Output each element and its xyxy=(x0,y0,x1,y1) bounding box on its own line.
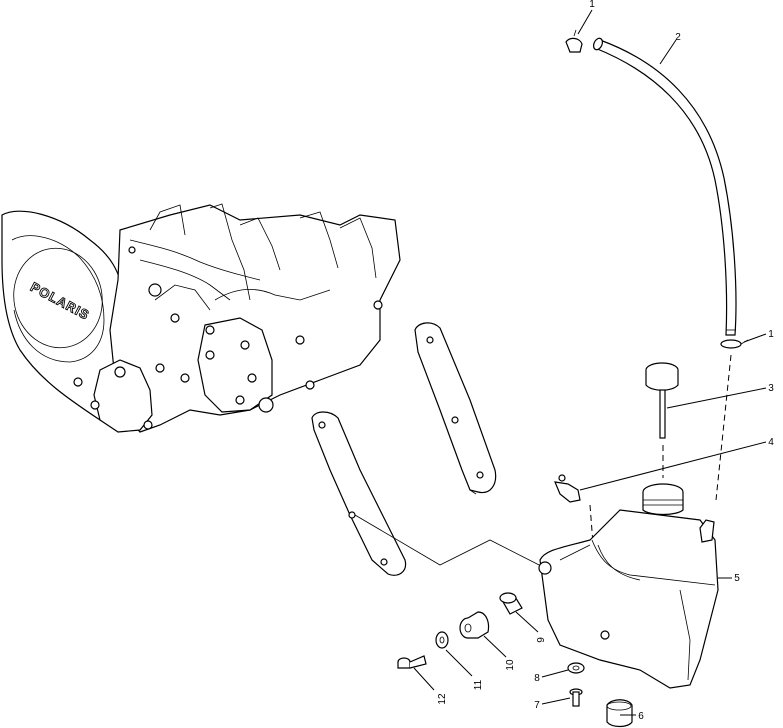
callout-12: 12 xyxy=(437,693,448,705)
hose-clamp-top xyxy=(565,29,583,53)
callout-7: 7 xyxy=(534,700,540,711)
washer-11 xyxy=(435,631,449,649)
leader-lines xyxy=(413,9,767,716)
callout-2: 2 xyxy=(675,32,681,43)
grommet xyxy=(606,699,633,728)
screw-7 xyxy=(569,688,583,707)
callout-10: 10 xyxy=(505,659,516,671)
mounting-bracket-upper xyxy=(414,322,497,495)
washer-8 xyxy=(567,662,585,674)
bushing-10 xyxy=(459,611,490,639)
assembly-line-hose xyxy=(715,354,732,501)
bolt-12 xyxy=(397,655,427,669)
callout-3: 3 xyxy=(768,383,774,394)
vent-hose xyxy=(592,37,737,336)
callout-11: 11 xyxy=(473,679,484,690)
callout-4: 4 xyxy=(768,437,774,448)
callout-1-top: 1 xyxy=(589,0,595,10)
callout-1-lower: 1 xyxy=(768,329,774,340)
callout-8: 8 xyxy=(534,673,540,684)
callout-6: 6 xyxy=(638,711,644,722)
vent-fitting xyxy=(554,474,581,503)
engine-assembly: POLARIS xyxy=(1,203,401,433)
callout-5: 5 xyxy=(734,573,740,584)
hose-clamp-lower xyxy=(720,339,749,349)
spacer-9 xyxy=(499,592,523,615)
dipstick xyxy=(645,362,679,439)
mounting-bracket-lower xyxy=(311,411,546,576)
callout-9: 9 xyxy=(536,637,547,643)
oil-tank xyxy=(538,483,719,689)
